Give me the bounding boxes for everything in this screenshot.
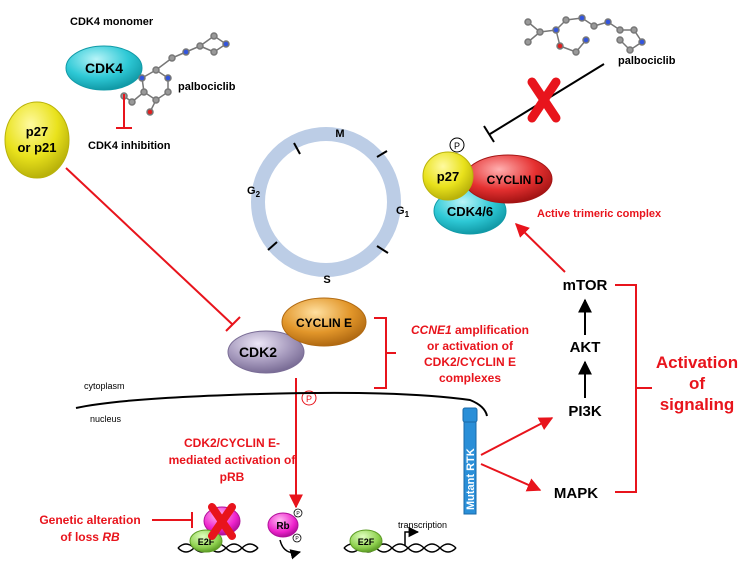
cdk4-label: CDK4 [85, 60, 123, 76]
palbociclib-label-left: palbociclib [178, 81, 236, 93]
pi3k-label: PI3K [568, 403, 602, 420]
phospho-cdk2-label: P [306, 394, 312, 404]
cdk4-monomer-protein [65, 45, 143, 91]
rb-label: Rb [276, 521, 289, 532]
palbociclib-label-right: palbociclib [618, 55, 676, 67]
p27-trimeric-protein [422, 151, 474, 201]
nucleus-label: nucleus [90, 414, 122, 424]
rb-phospho-badge-2 [292, 533, 302, 543]
palbociclib-inhibit-bar [483, 125, 495, 143]
ccne1-line4: complexes [439, 371, 501, 385]
signaling-bracket [615, 284, 637, 493]
cdk46-label: CDK4/6 [447, 204, 493, 219]
cdk2-label: CDK2 [239, 344, 277, 360]
phospho-badge-p27 [449, 137, 465, 153]
activation-label-line1: Activation [656, 353, 738, 372]
cdk4-monomer-title: CDK4 monomer [70, 16, 154, 28]
activation-label-line2: of [689, 374, 705, 393]
rb-phospho-label-2: P [295, 536, 299, 542]
loss-rb-line2: of loss RB [60, 530, 120, 544]
rb-release-arrow [279, 539, 302, 560]
blocked-x-icon-top [527, 77, 561, 123]
phase-s-label: S [323, 274, 330, 286]
nuclear-membrane [75, 391, 488, 417]
activation-label-line3: signaling [660, 395, 735, 414]
cell-cycle-phase-ticks [267, 142, 389, 254]
cytoplasm-label: cytoplasm [84, 381, 125, 391]
prb-activation-line1: CDK2/CYCLIN E- [184, 436, 280, 450]
transcription-label: transcription [398, 520, 447, 530]
phospho-p27-label: P [454, 141, 460, 151]
prb-activation-line3: pRB [220, 470, 245, 484]
mtor-label: mTOR [563, 277, 608, 294]
cell-cycle-ring [251, 127, 401, 277]
transcription-start-arrow [404, 526, 420, 546]
p27-label: p27 [26, 124, 48, 139]
cyclin-e-label: CYCLIN E [296, 316, 352, 330]
or-p21-label: or p21 [17, 140, 56, 155]
phase-m-label: M [335, 128, 344, 140]
mapk-label: MAPK [554, 485, 598, 502]
mtor-to-trimeric-arrow [514, 223, 566, 273]
prb-activation-line2: mediated activation of [169, 453, 297, 467]
p27-inhibit-cdk2-bar [225, 316, 241, 332]
rtk-to-mapk-arrow [480, 463, 542, 492]
ccne1-line1: CCNE1 amplification [411, 323, 529, 337]
palbociclib-molecule-right-icon [524, 14, 646, 56]
rb-phospho-badge-1 [293, 508, 303, 518]
blocked-x-icon-rb [208, 503, 236, 540]
phase-g1-label: G1 [396, 205, 410, 219]
e2f-right-label: E2F [358, 537, 375, 547]
akt-label: AKT [570, 339, 601, 356]
p27-trimeric-label: p27 [437, 169, 459, 184]
mutant-rtk-label: Mutant RTK [465, 448, 477, 510]
cyclin-d-label: CYCLIN D [487, 173, 544, 187]
e2f-left-label: E2F [198, 537, 215, 547]
cdk4-inhibition-label: CDK4 inhibition [88, 140, 171, 152]
palbociclib-molecule-icon [120, 32, 230, 116]
ccne1-line3: CDK2/CYCLIN E [424, 355, 516, 369]
cdk2-protein [227, 330, 305, 374]
active-trimeric-label: Active trimeric complex [537, 208, 662, 220]
p27-or-p21-protein [4, 101, 70, 179]
ccne1-bracket [374, 317, 387, 389]
phase-g2-label: G2 [247, 185, 261, 199]
loss-rb-line1: Genetic alteration [39, 513, 140, 527]
rb-protein-phosphorylated [267, 512, 299, 538]
mutant-rtk-head [462, 407, 478, 423]
rtk-to-pi3k-arrow [480, 417, 554, 456]
e2f-protein-right [349, 529, 383, 553]
ccne1-line2: or activation of [427, 339, 514, 353]
p27-inhibit-cdk2-line [65, 167, 233, 325]
rb-phospho-label-1: P [296, 511, 300, 517]
cyclin-e-protein [281, 297, 367, 347]
phospho-badge-cdk2 [301, 390, 317, 406]
